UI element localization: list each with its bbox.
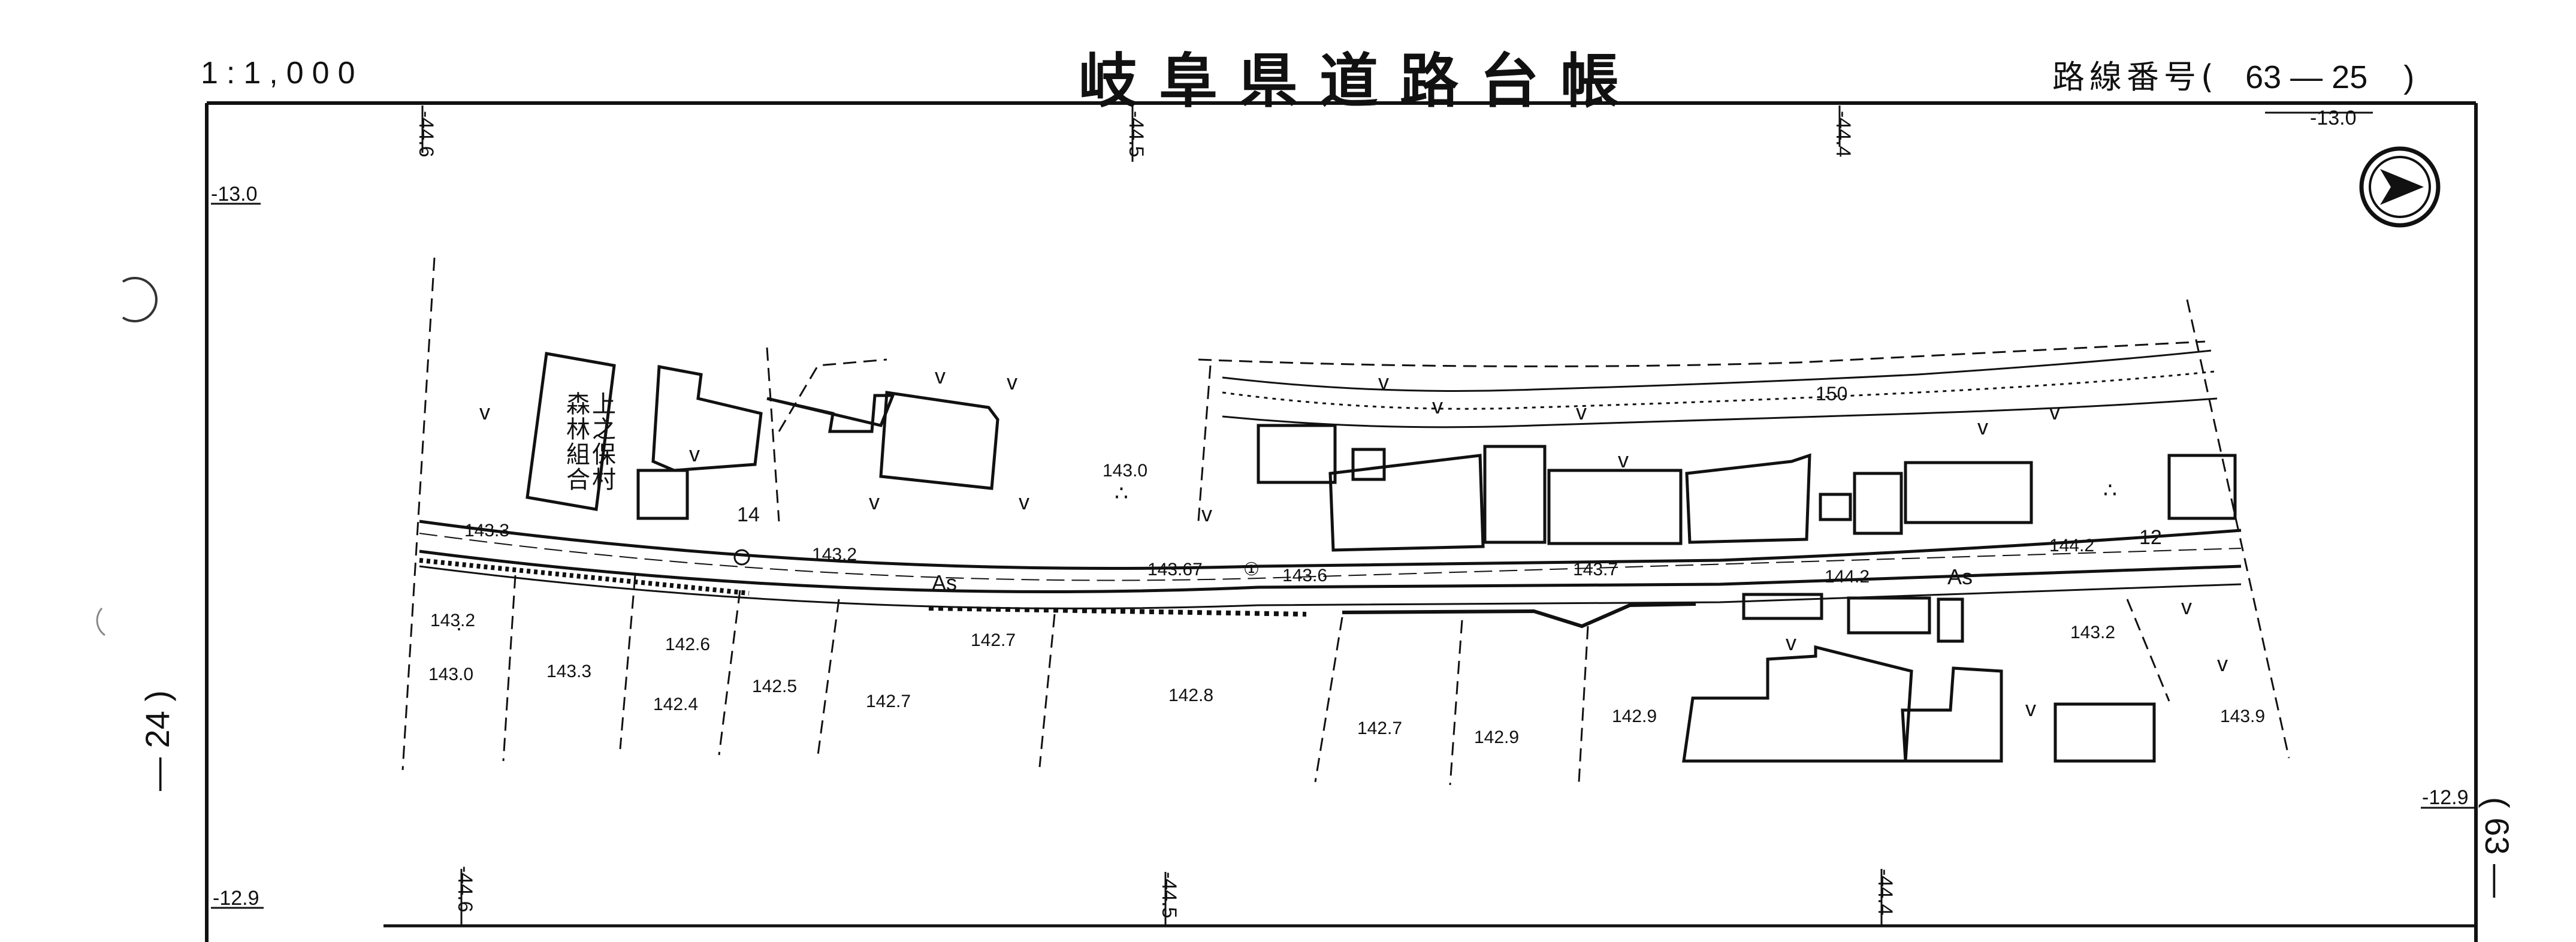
grid-label-top-2: -44.5 <box>1125 111 1147 158</box>
surface-label-as: As <box>1947 564 1973 589</box>
route-number-close: ) <box>2403 59 2415 95</box>
grid-label-bottom-1: -44.6 <box>454 866 476 913</box>
elevation-value: 142.6 <box>665 635 710 654</box>
grid-ticks <box>211 105 2476 926</box>
svg-text:∴: ∴ <box>1115 481 1128 505</box>
road-edges <box>419 520 2242 609</box>
svg-text:v: v <box>1019 490 1029 514</box>
contour-label: 150 <box>1816 383 1847 404</box>
elevation-value: 143.7 <box>1573 560 1618 579</box>
elevation-value: 142.5 <box>752 677 797 696</box>
svg-text:林: 林 <box>566 416 590 443</box>
svg-text:v: v <box>1432 394 1443 418</box>
elevation-value: 144.2 <box>2049 536 2094 555</box>
grid-label-top-3: -44.4 <box>1832 111 1855 158</box>
grid-label-bottom-2: -44.5 <box>1158 872 1180 919</box>
svg-text:14: 14 <box>737 503 760 526</box>
svg-text:合: 合 <box>566 466 590 494</box>
svg-text:v: v <box>1007 370 1017 394</box>
elevation-value: 143.67 <box>1147 560 1203 579</box>
elevation-value: 142.7 <box>971 630 1016 650</box>
svg-text:12: 12 <box>2139 526 2162 549</box>
svg-text:v: v <box>1977 415 1988 439</box>
elevation-value: 143.2 <box>2070 623 2115 642</box>
elevation-value: 142.9 <box>1474 727 1519 747</box>
route-number-label: 路線番号( <box>2052 58 2219 96</box>
elevation-value: 143.2 <box>812 545 857 564</box>
route-number-value: 63 — 25 <box>2245 59 2368 95</box>
svg-text:v: v <box>1378 370 1389 394</box>
elevation-value: 143.6 <box>1282 566 1327 585</box>
elevation-value: 143.0 <box>428 665 473 684</box>
svg-text:組: 組 <box>566 441 590 469</box>
buildings <box>526 352 2237 763</box>
binder-hole-icon <box>96 607 105 636</box>
grid-label-right-top: -13.0 <box>2310 107 2357 129</box>
compass-north-arrow-icon <box>2359 146 2441 228</box>
grid-label-bottom-3: -44.4 <box>1874 869 1896 916</box>
elevation-value: 143.2 <box>430 611 475 630</box>
binder-hole-icon <box>122 277 158 322</box>
svg-text:v: v <box>1201 502 1212 526</box>
grid-label-left-bottom: -12.9 <box>213 887 259 910</box>
svg-text:·: · <box>455 615 463 640</box>
station-markers: 14 12 ① <box>733 503 2162 579</box>
svg-text:v: v <box>1786 630 1796 655</box>
grid-labels: -44.6 -44.5 -44.4 -44.6 -44.5 -44.4 -13.… <box>211 107 2469 919</box>
elevation-value: 144.2 <box>1825 567 1870 587</box>
svg-text:①: ① <box>1243 560 1260 579</box>
svg-text:村: 村 <box>592 466 616 494</box>
svg-text:v: v <box>869 490 880 514</box>
elevation-value: 142.7 <box>1357 718 1402 738</box>
elevation-spot-heights: 143.3 143.2 143.67 143.6 143.7 144.2 144… <box>428 461 2265 747</box>
elevation-value: 142.7 <box>866 692 911 711</box>
svg-text:v: v <box>479 400 490 424</box>
elevation-value: 142.4 <box>653 695 698 714</box>
svg-text:v: v <box>2049 400 2060 424</box>
grid-label-left-top: -13.0 <box>211 183 258 206</box>
surface-label-as: As <box>932 570 957 595</box>
vegetation-symbols: v v v v v v v v v v v v v v v v v · ∴ ∴ <box>455 364 2228 721</box>
contour-lines <box>1222 349 2218 428</box>
svg-text:v: v <box>2217 651 2228 676</box>
svg-text:v: v <box>935 364 946 388</box>
elevation-value: 142.8 <box>1168 686 1213 705</box>
svg-text:保: 保 <box>592 441 616 469</box>
svg-text:∴: ∴ <box>2103 478 2117 502</box>
route-number-block: 路線番号( 63 — 25 ) <box>2052 50 2414 98</box>
svg-text:森: 森 <box>566 391 590 418</box>
svg-text:上: 上 <box>592 391 616 418</box>
property-lines <box>401 257 2290 786</box>
elevation-value: 143.3 <box>546 662 591 681</box>
svg-text:之: 之 <box>592 416 616 443</box>
retaining-wall <box>419 558 1696 629</box>
svg-text:v: v <box>1576 400 1587 424</box>
svg-text:v: v <box>2181 594 2192 619</box>
svg-text:v: v <box>689 442 700 466</box>
elevation-value: 143.9 <box>2220 707 2265 726</box>
grid-label-right-bottom: -12.9 <box>2422 786 2469 809</box>
elevation-value: 143.0 <box>1103 461 1147 481</box>
svg-text:v: v <box>2025 696 2036 721</box>
grid-label-top-1: -44.6 <box>415 111 437 158</box>
building-label: 上 之 保 村 森 林 組 合 <box>566 391 616 494</box>
map-scale: 1:1,000 <box>201 56 364 90</box>
elevation-value: 142.9 <box>1612 707 1657 726</box>
elevation-value: 143.3 <box>464 521 509 541</box>
svg-text:v: v <box>1618 448 1629 472</box>
